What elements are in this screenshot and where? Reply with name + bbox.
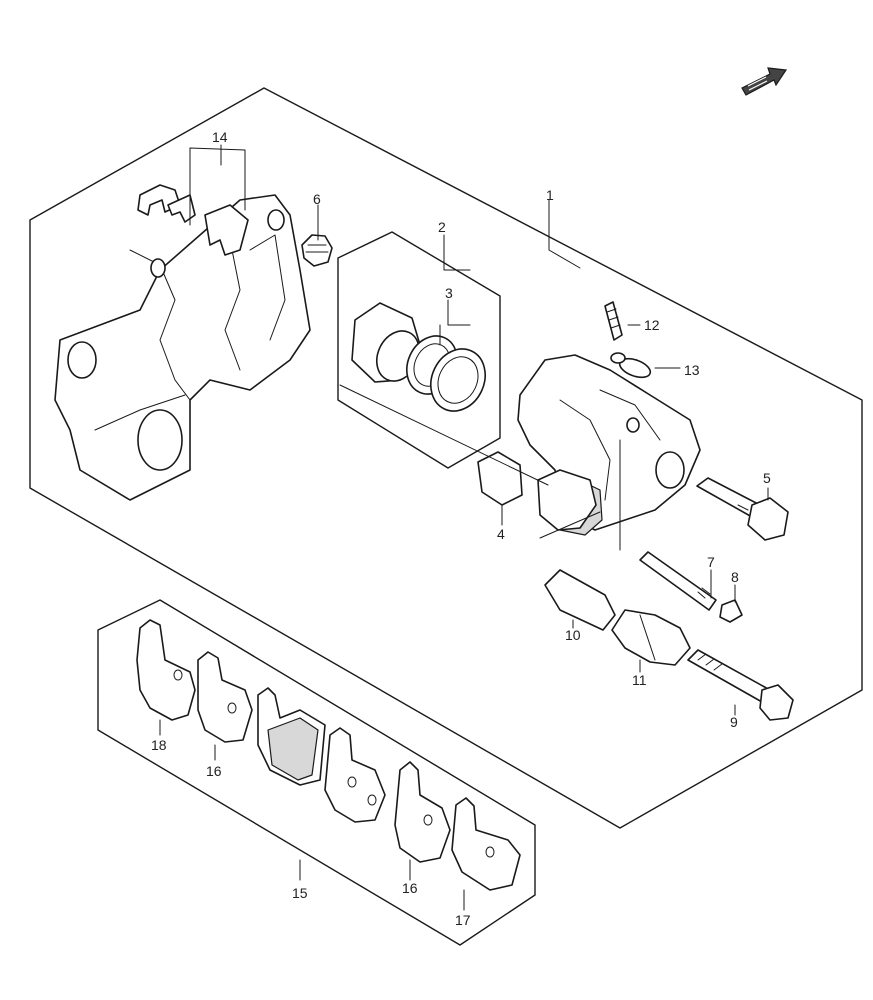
part-label-8: 8	[731, 569, 739, 585]
part-label-6: 6	[313, 191, 321, 207]
part-label-17: 17	[455, 912, 471, 928]
slide-sleeve	[544, 569, 616, 631]
part-label-11: 11	[632, 672, 647, 688]
part-label-13: 13	[684, 362, 700, 378]
caliper-piston	[351, 302, 421, 383]
part-label-14: 14	[212, 129, 228, 145]
leader-lines	[159, 144, 769, 911]
part-label-12: 12	[644, 317, 660, 333]
part-label-3: 3	[445, 285, 453, 301]
part-label-2: 2	[438, 219, 446, 235]
caliper-slide-bolt	[696, 477, 789, 541]
part-label-16-right: 16	[402, 880, 418, 896]
brake-pad-shim-1	[197, 651, 253, 743]
part-label-7: 7	[707, 554, 715, 570]
piston-kit-outline	[337, 231, 501, 469]
front-arrow-icon	[741, 67, 788, 96]
piston-seals	[406, 335, 486, 412]
caliper-bracket	[54, 194, 311, 501]
brake-pad-outer-1	[136, 619, 196, 721]
caliper-assembly-outline	[29, 87, 863, 829]
caliper-plug	[610, 352, 652, 379]
part-label-10: 10	[565, 627, 581, 643]
pad-spring-clip	[137, 184, 249, 256]
brake-pad-shim-2	[394, 761, 451, 863]
slide-boot	[611, 609, 691, 666]
part-label-1: 1	[546, 187, 554, 203]
part-label-15: 15	[292, 885, 308, 901]
part-label-16-left: 16	[206, 763, 222, 779]
caliper-mounting-bolt	[687, 649, 794, 721]
part-label-5: 5	[763, 470, 771, 486]
bleeder-valve	[604, 301, 623, 341]
part-label-9: 9	[730, 714, 738, 730]
pad-retainer	[477, 451, 597, 531]
brake-pad-set-outline	[97, 599, 536, 946]
part-label-4: 4	[497, 526, 505, 542]
brake-pad-outer-2	[451, 797, 521, 891]
part-label-18: 18	[151, 737, 167, 753]
brake-pad-inner-2	[324, 727, 386, 823]
bleeder-cap	[301, 234, 333, 267]
brake-pad-inner-1	[257, 687, 326, 786]
pad-pin	[639, 551, 743, 623]
